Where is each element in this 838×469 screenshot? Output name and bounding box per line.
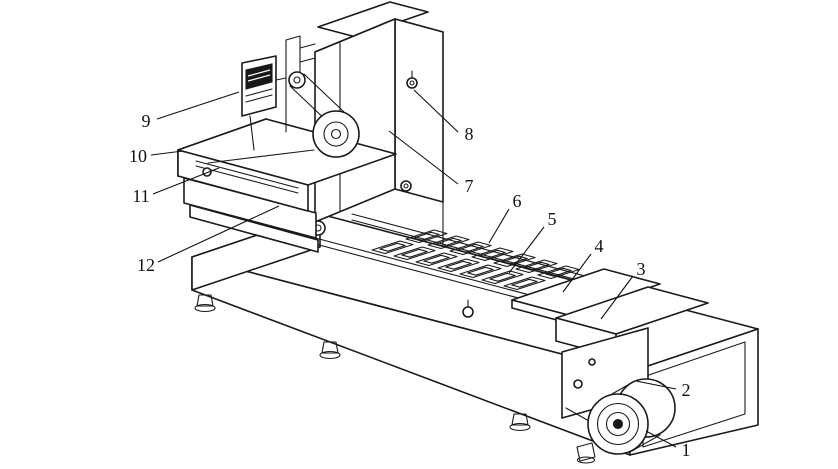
part-label: 3 (637, 259, 646, 279)
forming-station (177, 118, 397, 253)
leader-line (645, 430, 677, 448)
leader-line (635, 380, 677, 390)
part-label: 6 (513, 191, 522, 211)
callout-3: 3 (600, 259, 646, 320)
leader-line (600, 275, 634, 320)
part-label: 1 (682, 440, 691, 460)
callout-11: 11 (132, 167, 220, 206)
callout-6: 6 (488, 191, 522, 244)
callout-1: 1 (645, 430, 691, 460)
callout-7: 7 (388, 130, 474, 196)
leader-line (413, 89, 459, 133)
callout-10: 10 (129, 146, 184, 166)
part-label: 12 (137, 255, 155, 275)
motor (576, 378, 676, 464)
callout-12: 12 (137, 205, 280, 275)
leader-line (157, 205, 280, 263)
leader-line (508, 226, 545, 274)
part-label: 7 (465, 176, 474, 196)
leader-line (150, 150, 184, 156)
film-web (207, 149, 315, 164)
leader-line (156, 91, 240, 120)
part-label: 11 (132, 186, 149, 206)
callout-5: 5 (508, 209, 557, 274)
leader-line (388, 130, 459, 185)
clamp-bolt-icon (400, 70, 418, 192)
part-label: 10 (129, 146, 147, 166)
callout-2: 2 (635, 380, 691, 400)
control-display (245, 63, 273, 90)
arm-pivot-icon (288, 71, 306, 89)
part-label: 8 (465, 124, 474, 144)
leader-line (152, 167, 220, 195)
callout-9: 9 (142, 91, 240, 131)
film-roll (288, 71, 360, 158)
callout-8: 8 (413, 89, 474, 144)
control-unit (241, 55, 277, 117)
leader-line (562, 253, 592, 293)
callout-4: 4 (562, 236, 604, 293)
motor-foot-icon (576, 442, 596, 464)
part-label: 9 (142, 111, 151, 131)
callouts: 1 2 3 4 5 6 7 8 (129, 89, 691, 460)
leader-line (488, 208, 510, 244)
part-label: 4 (595, 236, 604, 256)
guide-roller-icon (462, 299, 474, 318)
part-label: 5 (548, 209, 557, 229)
part-label: 2 (682, 380, 691, 400)
support-column (249, 35, 316, 151)
